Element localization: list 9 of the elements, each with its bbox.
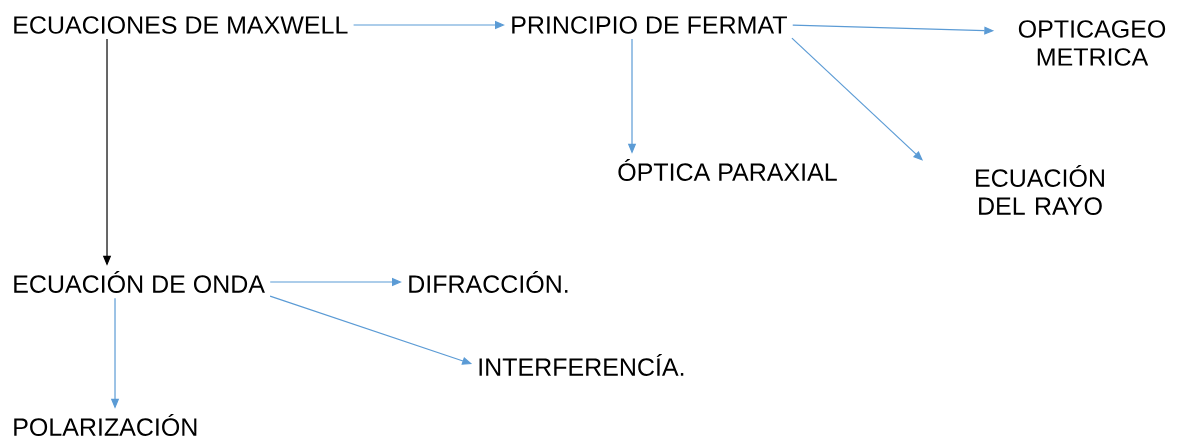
node-text: ECUACIONES DE MAXWELL [14, 16, 348, 34]
node-text: ECUACIÓN DEL RAYO [976, 165, 1104, 215]
node-text: PRINCIPIO DE FERMAT [512, 16, 787, 34]
node-text: INTERFERENCÍA. [479, 354, 684, 376]
node-text: ECUACIÓN DE ONDA [14, 271, 265, 293]
node-text: POLARIZACIÓN [14, 414, 197, 436]
node-text: OPTICAGEO METRICA [1018, 20, 1166, 66]
node-text: ÓPTICA PARAXIAL [618, 159, 837, 181]
node-text: DIFRACCIÓN. [409, 271, 568, 293]
